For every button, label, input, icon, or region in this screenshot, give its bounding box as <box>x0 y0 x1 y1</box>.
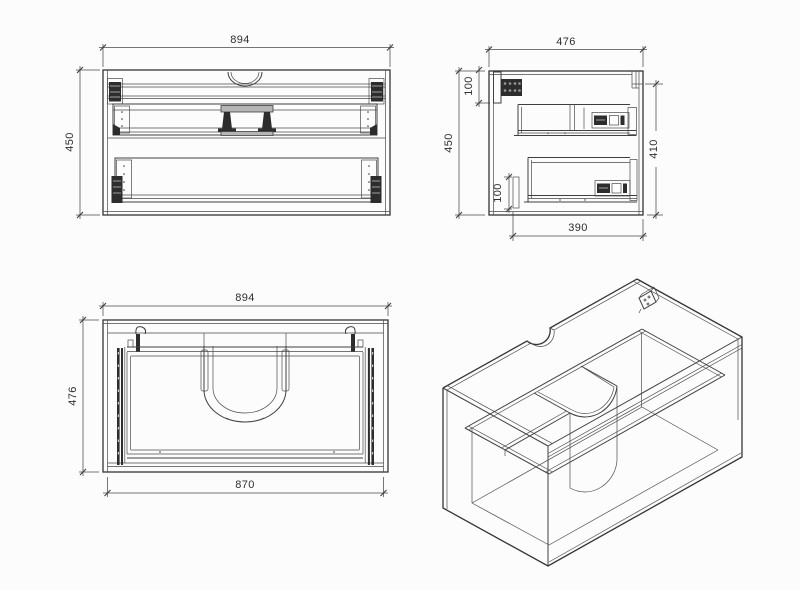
plan-width-dimension: 894 <box>99 292 392 316</box>
front-view: 894 450 <box>64 34 394 219</box>
side-wall-hanger <box>493 71 522 104</box>
front-siphon-notch <box>227 71 263 87</box>
iso-panel-edges <box>446 280 739 509</box>
front-top-left-slide-bracket <box>107 78 123 105</box>
front-view-cabinet <box>102 69 391 216</box>
side-view-cabinet <box>488 70 644 216</box>
front-lower-drawer <box>111 157 382 203</box>
plan-view: 894 476 870 <box>67 292 392 497</box>
side-view: 476 450 100 410 <box>443 36 663 241</box>
side-hanger-offset-label: 100 <box>463 76 475 96</box>
plan-drawer-box <box>124 346 366 463</box>
side-lower-drawer-section <box>524 157 638 203</box>
front-height-dimension: 450 <box>64 66 100 219</box>
front-upper-drawer <box>112 103 378 136</box>
plan-left-hanger-hook <box>127 326 147 352</box>
side-front-opening-label: 410 <box>648 139 660 159</box>
front-width-dimension: 894 <box>99 34 394 67</box>
side-hanger-offset-dimension: 100 <box>463 66 490 107</box>
side-bottom-spacer <box>512 176 520 209</box>
side-height-dimension: 450 <box>443 67 485 219</box>
plan-right-hanger-hook <box>344 326 364 352</box>
side-depth-label: 476 <box>556 36 576 48</box>
front-center-bracket <box>218 105 276 136</box>
plan-depth-label: 476 <box>67 386 79 406</box>
iso-wall-bracket <box>638 286 660 314</box>
iso-drawer-interior <box>464 328 726 546</box>
plan-width-label: 894 <box>235 292 255 304</box>
plan-right-slide-rail <box>367 348 374 465</box>
plan-siphon-cutout <box>200 333 290 423</box>
iso-siphon-recess <box>533 365 618 493</box>
plan-inner-width-dimension: 870 <box>103 477 388 497</box>
side-depth-dimension: 476 <box>485 36 647 67</box>
plan-inner-width-label: 870 <box>235 479 255 491</box>
side-upper-drawer-section <box>514 104 637 136</box>
front-height-label: 450 <box>64 132 76 152</box>
iso-cabinet-outline <box>442 278 743 567</box>
side-bottom-offset-label: 100 <box>492 183 504 203</box>
side-front-opening-dimension: 410 <box>645 80 663 219</box>
side-height-label: 450 <box>443 133 455 153</box>
isometric-view <box>442 278 743 567</box>
side-bottom-offset-dimension: 100 <box>492 173 513 213</box>
plan-depth-dimension: 476 <box>67 316 99 476</box>
plan-left-slide-rail <box>117 348 123 465</box>
front-width-label: 894 <box>230 34 250 46</box>
front-top-right-slide-bracket <box>368 78 385 105</box>
plan-view-cabinet <box>102 319 389 473</box>
side-bottom-depth-label: 390 <box>568 222 588 234</box>
side-bottom-depth-dimension: 390 <box>509 212 647 241</box>
